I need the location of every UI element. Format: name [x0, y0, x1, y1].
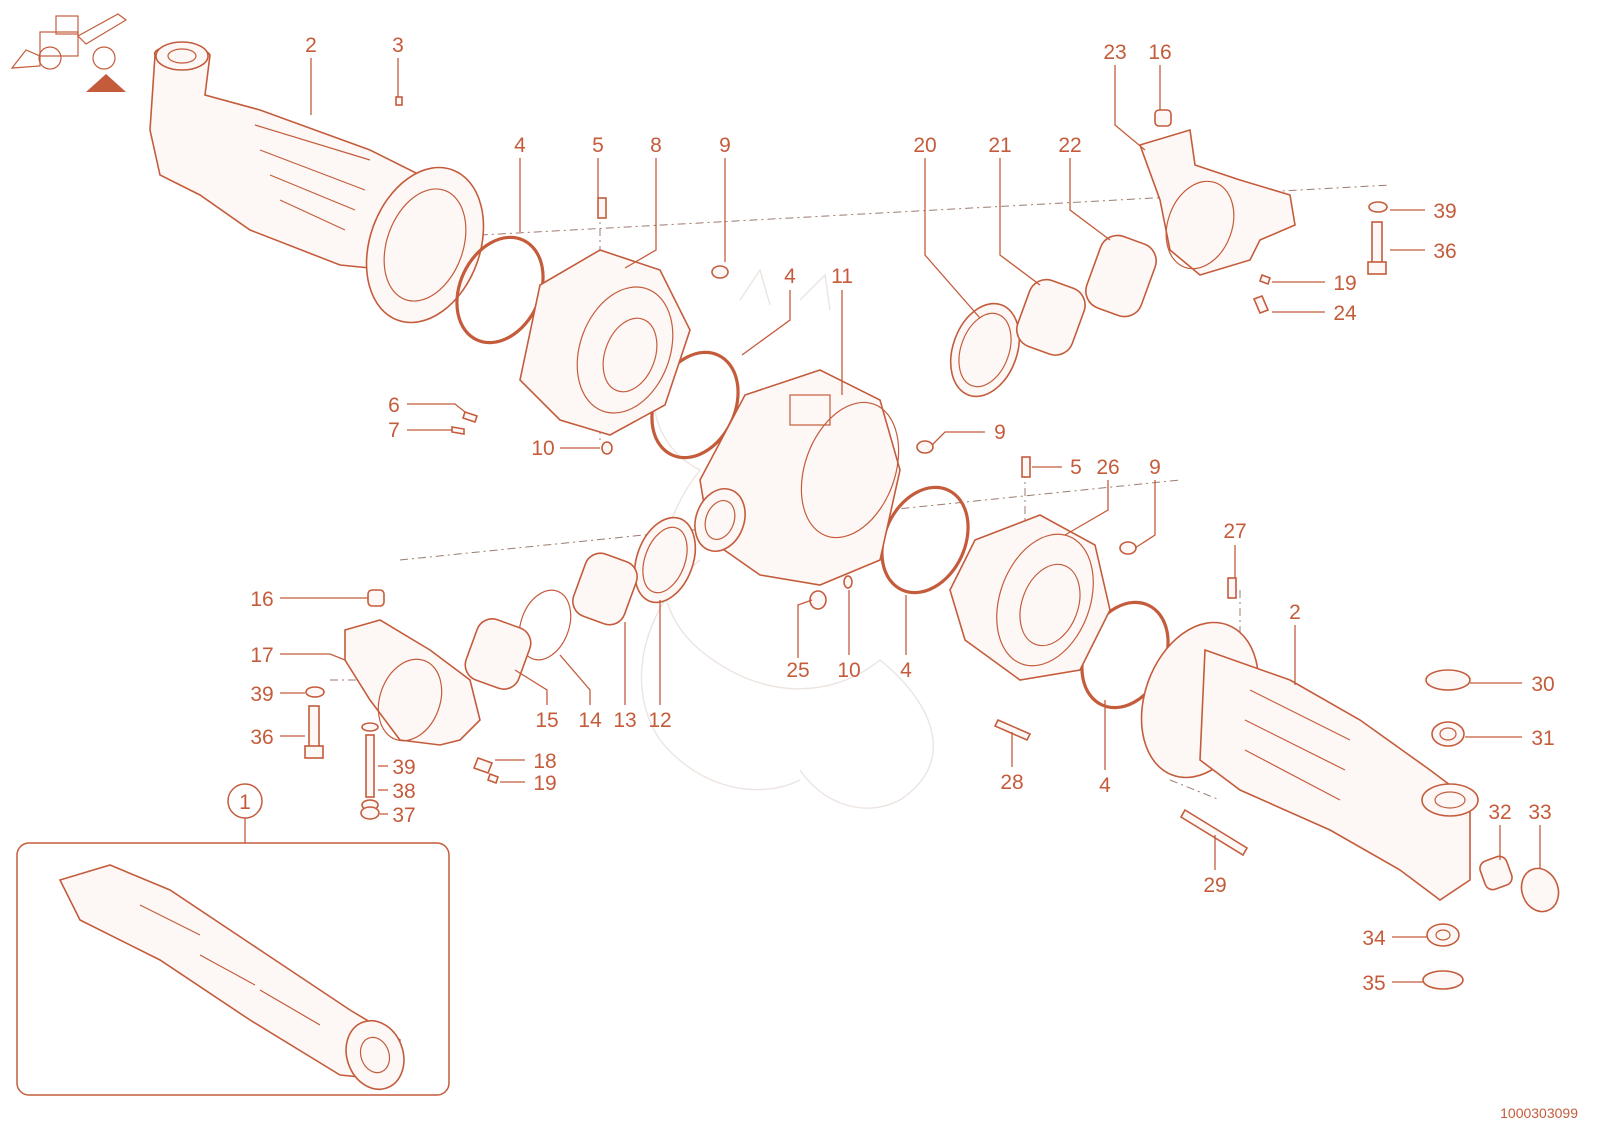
- callout-13: 13: [613, 709, 636, 732]
- callout-32: 32: [1488, 801, 1511, 824]
- orientation-arrow-icon: [86, 74, 126, 92]
- callout-31: 31: [1531, 727, 1554, 750]
- bearing-13: [572, 552, 638, 626]
- callout-10: 10: [837, 659, 860, 682]
- small-parts: [304, 96, 1560, 990]
- callout-5: 5: [1070, 456, 1082, 479]
- callout-2: 2: [1289, 601, 1301, 624]
- shim-20: [949, 302, 1021, 398]
- callout-21: 21: [988, 134, 1011, 157]
- leader-lines: [280, 58, 1541, 983]
- watermark: [640, 268, 934, 809]
- callout-9: 9: [719, 134, 731, 157]
- callout-36: 36: [1433, 240, 1456, 263]
- bearing-22: [1085, 234, 1157, 318]
- callout-33: 33: [1528, 801, 1551, 824]
- bearing-21: [1015, 278, 1086, 356]
- callout-39: 39: [392, 756, 415, 779]
- callout-5: 5: [592, 134, 604, 157]
- callout-17: 17: [250, 644, 273, 667]
- callout-3: 3: [392, 34, 404, 57]
- callout-36: 36: [250, 726, 273, 749]
- callout-22: 22: [1058, 134, 1081, 157]
- callout-16: 16: [250, 588, 273, 611]
- center-housing-11: [694, 369, 901, 586]
- callout-39: 39: [250, 683, 273, 706]
- callout-9: 9: [994, 421, 1006, 444]
- callout-4: 4: [1099, 774, 1111, 797]
- callout-15: 15: [535, 709, 558, 732]
- callout-27: 27: [1223, 520, 1246, 543]
- callout-39: 39: [1433, 200, 1456, 223]
- callout-12: 12: [648, 709, 671, 732]
- brake-housing-8: [519, 249, 691, 436]
- shim-12: [633, 516, 697, 604]
- steering-knuckle-23: [1138, 128, 1296, 276]
- shim-12-inner: [642, 526, 688, 594]
- callout-34: 34: [1362, 927, 1386, 950]
- callout-labels: 2 3 4 5 8 9 4 11 20 21 22 23 16 39 36 19…: [250, 34, 1554, 995]
- callout-9: 9: [1149, 456, 1161, 479]
- callout-10: 10: [531, 437, 554, 460]
- callout-23: 23: [1103, 41, 1126, 64]
- callout-38: 38: [392, 780, 415, 803]
- callout-14: 14: [578, 709, 602, 732]
- steering-knuckle-17: [344, 619, 481, 746]
- callout-37: 37: [392, 804, 415, 827]
- callout-4: 4: [900, 659, 912, 682]
- callout-28: 28: [1000, 771, 1023, 794]
- callout-6: 6: [388, 394, 400, 417]
- callout-35: 35: [1362, 972, 1385, 995]
- overview-inset-frame: [16, 842, 450, 1096]
- inset-callout-label: 1: [239, 791, 251, 814]
- callout-4: 4: [514, 134, 526, 157]
- reference-number: 1000303099: [1500, 1105, 1578, 1121]
- bearing-15: [464, 618, 532, 690]
- callout-30: 30: [1531, 673, 1554, 696]
- callout-29: 29: [1203, 874, 1226, 897]
- callout-7: 7: [388, 419, 400, 442]
- machine-icon: [10, 13, 128, 70]
- shim-20-inner: [958, 312, 1012, 388]
- callout-2: 2: [305, 34, 317, 57]
- callout-18: 18: [533, 750, 556, 773]
- callout-19: 19: [1333, 272, 1356, 295]
- callout-8: 8: [650, 134, 662, 157]
- brake-housing-26: [949, 514, 1111, 681]
- callout-24: 24: [1333, 302, 1357, 325]
- axle-housing-left: [149, 41, 485, 324]
- callout-11: 11: [831, 265, 853, 288]
- ring-14: [518, 589, 572, 661]
- callout-16: 16: [1148, 41, 1171, 64]
- callout-19: 19: [533, 772, 556, 795]
- callout-4: 4: [784, 265, 796, 288]
- callout-25: 25: [786, 659, 809, 682]
- axle-housing-right: [1140, 621, 1479, 901]
- callout-20: 20: [913, 134, 936, 157]
- callout-26: 26: [1096, 456, 1119, 479]
- overview-axle: [58, 864, 405, 1091]
